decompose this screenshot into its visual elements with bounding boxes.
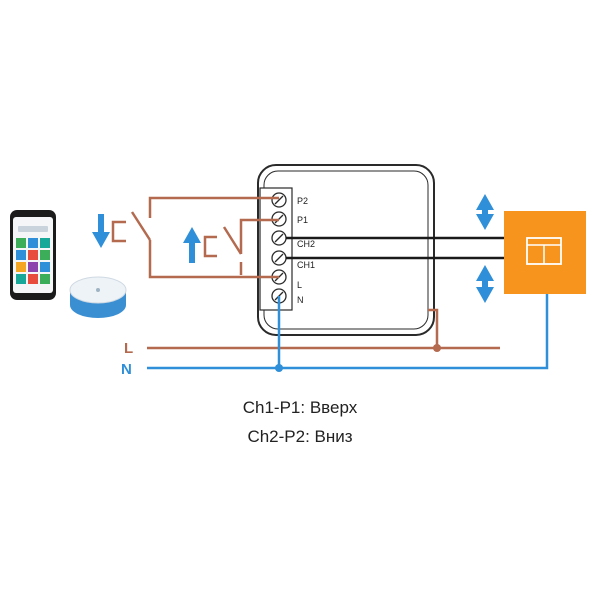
legend-line-1: Ch1-P1: Вверх [242, 398, 358, 417]
relay-module [257, 164, 435, 336]
down-switch [111, 211, 152, 243]
blind-motor-icon [504, 211, 586, 294]
arrow-down-icon [476, 194, 494, 230]
smart-hub-icon [69, 276, 127, 318]
terminal-label-p2: P2 [297, 196, 308, 206]
neutral-junction [275, 364, 283, 372]
live-wire [147, 196, 500, 350]
terminal-screw-p2 [271, 192, 287, 208]
terminal-label-ch2: CH2 [297, 239, 315, 249]
motor-wires [286, 236, 504, 260]
legend-line-2: Ch2-P2: Вниз [247, 427, 353, 446]
terminal-label-ch1: CH1 [297, 260, 315, 270]
terminal-label-p1: P1 [297, 215, 308, 225]
arrow-up-icon [183, 227, 201, 263]
arrow-up-icon [476, 265, 494, 303]
terminal-screw-ch1 [271, 250, 287, 266]
smartphone-app-icon [10, 210, 56, 300]
live-junction [433, 344, 441, 352]
arrow-down-icon [92, 214, 110, 248]
neutral-label: N [121, 361, 132, 378]
terminal-screw-ch2 [271, 230, 287, 246]
live-label: L [124, 340, 133, 357]
terminal-label-n: N [297, 295, 304, 305]
up-switch [203, 226, 243, 258]
terminal-label-l: L [297, 280, 302, 290]
